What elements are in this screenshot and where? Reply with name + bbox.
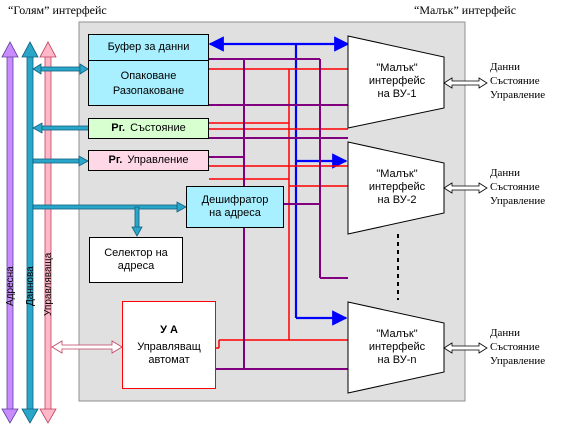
selector-line-1: Селектор на (104, 247, 168, 259)
out1-control: Управление (490, 89, 546, 101)
out1-status: Състояние (490, 75, 540, 87)
unpacking-label: Разопаковане (112, 85, 185, 97)
control-bus-label: Управляваща (43, 252, 54, 316)
output-arrows (443, 77, 488, 354)
bus-to-control-arrow (32, 155, 89, 167)
si2-line3: на ВУ-2 (377, 194, 417, 206)
address-selector: Селектор на адреса (89, 237, 183, 283)
data-bus-label: Даннова (25, 266, 36, 306)
small-interface-1-shape (347, 35, 445, 129)
status-register-prefix: Рг. (111, 122, 126, 134)
control-register: Рг. Управление (88, 150, 209, 171)
status-register: Рг. Състояние (88, 118, 209, 139)
control-automaton: У А Управляващ автомат (122, 301, 216, 389)
outputs-n: Данни Състояние Управление (490, 326, 545, 368)
packing-label: Опаковане (120, 70, 177, 82)
decoder-to-selector-arrow (131, 206, 143, 237)
data-buffer-label: Буфер за данни (89, 35, 208, 61)
sin-line1: "Малък" (376, 328, 418, 340)
decoder-line-2: на адреса (209, 207, 261, 219)
outn-status: Състояние (490, 341, 540, 353)
selector-line-2: адреса (117, 260, 155, 272)
ua-line-2: автомат (148, 353, 190, 366)
control-lines-purple (209, 58, 348, 370)
si1-line3: на ВУ-1 (377, 88, 417, 100)
outn-data: Данни (490, 327, 521, 339)
sin-line2: интерфейс (368, 341, 426, 353)
outputs-1: Данни Състояние Управление (490, 60, 545, 102)
ua-line-1: Управляващ (137, 340, 201, 353)
ua-title: У А (160, 323, 178, 336)
data-bus (21, 41, 39, 424)
small-interface-n-shape (347, 301, 445, 394)
outputs-2: Данни Състояние Управление (490, 166, 545, 208)
out1-data: Данни (490, 61, 521, 73)
small-interface-2-label: "Малък" интерфейс на ВУ-2 (356, 168, 438, 207)
si2-line1: "Малък" (376, 168, 418, 180)
si2-line2: интерфейс (368, 181, 426, 193)
outn-control: Управление (490, 355, 546, 367)
small-interface-title: “Малък” интерфейс (414, 3, 517, 17)
small-interface-n-label: "Малък" интерфейс на ВУ-n (356, 328, 438, 367)
address-decoder: Дешифратор на адреса (186, 186, 284, 228)
control-bus (39, 41, 57, 424)
control-register-prefix: Рг. (108, 154, 123, 166)
out2-control: Управление (490, 195, 546, 207)
decoder-line-1: Дешифратор (201, 194, 269, 206)
status-register-label: Състояние (130, 122, 186, 134)
big-interface-title: “Голям” интерфейс (8, 3, 107, 17)
small-interface-1-label: "Малък" интерфейс на ВУ-1 (356, 62, 438, 101)
out2-status: Състояние (490, 181, 540, 193)
bus-to-buffer-arrow (32, 63, 89, 75)
bus-to-decoder-arrow (32, 201, 187, 213)
address-bus-label: Адресна (5, 266, 16, 306)
out2-data: Данни (490, 167, 521, 179)
si1-line1: "Малък" (376, 62, 418, 74)
data-buffer-block: Буфер за данни Опаковане Разопаковане (88, 34, 209, 106)
sin-line3: на ВУ-n (377, 354, 417, 366)
control-register-label: Управление (127, 154, 189, 166)
si1-line2: интерфейс (368, 75, 426, 87)
address-bus (1, 41, 19, 424)
small-interface-2-shape (347, 141, 445, 235)
